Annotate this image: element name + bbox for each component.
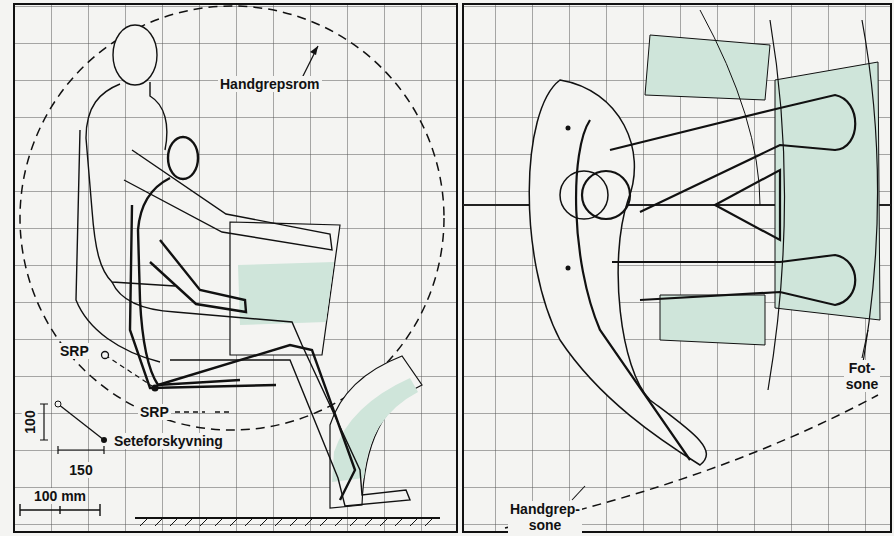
- right-panel: [463, 4, 891, 532]
- label: Fot- sone: [844, 360, 881, 392]
- label: Handgrepsrom: [218, 76, 322, 92]
- label: Seteforskyvning: [112, 433, 225, 449]
- label: SRP: [58, 343, 91, 359]
- label: 100 mm: [32, 488, 88, 504]
- label: 100: [22, 408, 38, 435]
- label: Handgrep- sone: [508, 501, 582, 533]
- left-panel: [14, 4, 457, 532]
- side-view: [20, 6, 444, 526]
- label: 150: [67, 462, 94, 478]
- label: SRP: [138, 404, 171, 420]
- top-view: [463, 10, 891, 528]
